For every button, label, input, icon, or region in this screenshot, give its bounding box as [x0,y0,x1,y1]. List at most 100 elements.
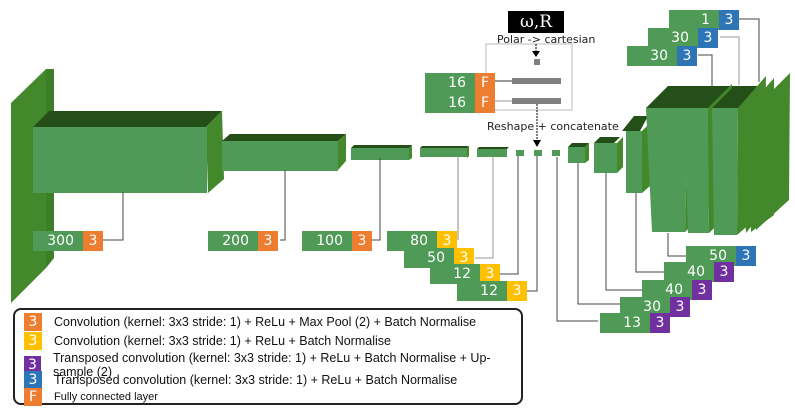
layer-size: 300 [33,231,83,251]
kernel-badge: 3 [736,246,756,266]
decoder-block-2-side [617,137,623,173]
legend-swatch: F [24,388,42,406]
decoder-block-1-face [568,147,585,163]
encoder-block-5-top [477,147,509,149]
decoder-label-4: 30 3 [620,297,690,317]
connector [577,163,620,305]
layer-size: 13 [600,313,650,333]
kernel-badge: 3 [670,297,690,317]
fc-size: 16 [425,93,475,113]
concat-arrow-head [533,140,541,147]
polar-arrow-head [532,51,540,57]
layer-size: 30 [627,46,677,66]
fc-bar-1 [512,78,561,84]
connector [372,158,381,241]
legend-text: Fully connected layer [54,391,158,403]
encoder-block-1-top [33,111,222,127]
kernel-badge: 3 [83,231,103,251]
decoder-block-5-top [684,86,736,108]
output-label-1: 1 3 [669,10,739,30]
encoder-block-6 [516,150,524,156]
connector [605,173,642,291]
encoder-block-4-side [467,146,469,158]
legend-item-fully-connected: F Fully connected layer [24,388,158,406]
fc-kind: F [475,73,495,93]
kernel-badge: 3 [507,281,527,301]
encoder-block-3-top [351,145,412,148]
encoder-connectors [103,18,760,322]
layer-size: 40 [664,262,714,282]
layer-size: 30 [648,28,698,48]
decoder-block-2-face [594,143,617,173]
fc-kind: F [475,93,495,113]
encoder-label-3: 100 3 [302,231,372,251]
fc-label-1: 16 F [425,73,495,93]
encoder-label-2: 200 3 [208,231,278,251]
connector [635,193,664,273]
decoder-label-1: 50 3 [686,246,756,266]
input-omega-r: ω,R [508,11,564,33]
concat-caption: Reshape + concatenate [487,120,619,133]
legend-text: Convolution (kernel: 3x3 stride: 1) + Re… [54,334,391,348]
legend-swatch: 3 [24,356,41,374]
encoder-block-4-top [420,146,469,148]
layer-size: 100 [302,231,352,251]
decoder-block-0 [552,150,560,156]
encoder-label-7: 12 3 [457,281,527,301]
kernel-badge: 3 [677,46,697,66]
decoder-label-5: 13 3 [600,313,670,333]
connector [556,157,598,322]
connector [698,54,713,87]
encoder-label-6: 12 3 [430,264,500,284]
encoder-block-3-face [351,148,409,160]
legend-swatch: 3 [24,313,42,331]
decoder-block-4-face [646,108,688,232]
polar-caption: Polar -> cartesian [497,33,596,46]
legend-swatch: 3 [24,332,42,350]
layer-size: 30 [620,297,670,317]
connector [527,156,538,292]
connector [667,233,686,257]
decoder-label-3: 40 3 [642,280,712,300]
kernel-badge: 3 [352,231,372,251]
decoder-block-1-side [585,143,589,163]
output-label-2: 30 3 [648,28,718,48]
legend-item-transposed-upsample: 3 Transposed convolution (kernel: 3x3 st… [24,351,521,379]
kernel-badge: 3 [437,231,457,251]
fc-size: 16 [425,73,475,93]
layer-size: 50 [686,246,736,266]
decoder-block-2-top [594,137,620,143]
output-block-4 [755,73,790,230]
encoder-block-2-side [338,134,346,170]
fc-bar-2 [512,98,561,104]
legend-swatch: 3 [24,371,42,389]
polar-node [534,59,540,65]
connector [103,192,124,241]
kernel-badge: 3 [454,248,474,268]
kernel-badge: 3 [258,231,278,251]
decoder-block-3-top [622,116,648,131]
decoder-block-4-top [646,86,710,108]
layer-size: 12 [457,281,507,301]
layer-size: 1 [669,10,719,30]
kernel-badge: 3 [480,264,500,284]
decoder-block-5-face [684,108,709,233]
latent-block [534,150,542,156]
decoder-block-3-face [626,131,642,193]
kernel-badge: 3 [719,10,739,30]
connector [500,156,519,275]
layer-size: 40 [642,280,692,300]
connector [720,36,740,85]
layer-size: 50 [404,248,454,268]
legend-item-conv-maxpool: 3 Convolution (kernel: 3x3 stride: 1) + … [24,313,476,331]
connector [280,170,286,241]
encoder-block-4-face [420,148,467,157]
layer-size: 12 [430,264,480,284]
layer-size: 200 [208,231,258,251]
legend-item-transposed: 3 Transposed convolution (kernel: 3x3 st… [24,371,457,389]
encoder-block-1-face [33,127,207,193]
encoder-block-3-side [409,145,412,160]
output-block-1-top [712,86,762,108]
legend-text: Transposed convolution (kernel: 3x3 stri… [54,373,458,387]
